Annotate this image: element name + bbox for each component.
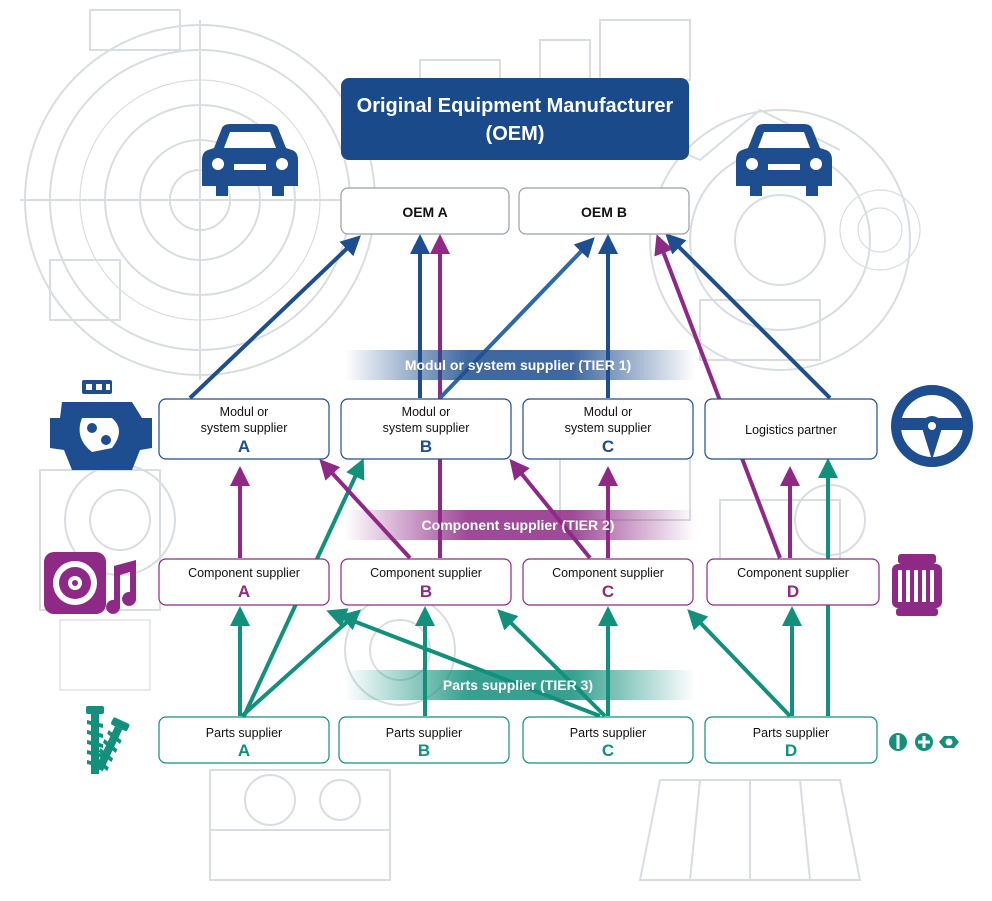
tier3-a-label: Parts supplier [206, 726, 282, 740]
tier1-box-a[interactable]: Modul or system supplier A [158, 398, 330, 460]
tier1-a-line2: system supplier [201, 421, 288, 435]
tier3-box-c[interactable]: Parts supplier C [522, 716, 694, 764]
conn-pc-ca [326, 608, 601, 718]
tier3-box-b[interactable]: Parts supplier B [338, 716, 510, 764]
tier3-b-label: Parts supplier [386, 726, 462, 740]
car-icon [202, 124, 298, 196]
tier1-b-letter: B [420, 437, 432, 456]
tier2-box-a[interactable]: Component supplier A [158, 558, 330, 606]
tier1-box-c[interactable]: Modul or system supplier C [522, 398, 694, 460]
tier1-box-b[interactable]: Modul or system supplier B [340, 398, 512, 460]
conn-pc-cb [497, 609, 607, 718]
tier3-c-letter: C [602, 741, 614, 760]
tier1-box-logistics[interactable]: Logistics partner [704, 398, 878, 460]
tier2-band-label: Component supplier (TIER 2) [422, 517, 615, 533]
tier1-a-line1: Modul or [220, 405, 269, 419]
oem-b-box[interactable]: OEM B [518, 187, 690, 235]
tier2-box-c[interactable]: Component supplier C [522, 558, 694, 606]
steering-wheel-icon [891, 385, 973, 467]
car-icon [736, 124, 832, 196]
tier3-box-a[interactable]: Parts supplier A [158, 716, 330, 764]
oem-a-label: OEM A [402, 204, 447, 220]
tier1-c-line2: system supplier [565, 421, 652, 435]
tier3-band-label: Parts supplier (TIER 3) [443, 677, 593, 693]
tier3-d-label: Parts supplier [753, 726, 829, 740]
tier3-box-d[interactable]: Parts supplier D [704, 716, 878, 764]
tier1-band-label: Modul or system supplier (TIER 1) [405, 357, 631, 373]
tier2-b-label: Component supplier [370, 566, 482, 580]
engine-icon [50, 380, 152, 470]
tier2-a-label: Component supplier [188, 566, 300, 580]
conn-pd-cc [687, 609, 792, 718]
oem-banner: Original Equipment Manufacturer (OEM) [341, 78, 689, 160]
tier1-b-line2: system supplier [383, 421, 470, 435]
tier3-a-letter: A [238, 741, 250, 760]
tier2-box-d[interactable]: Component supplier D [706, 558, 880, 606]
oem-a-box[interactable]: OEM A [340, 187, 510, 235]
tier2-box-b[interactable]: Component supplier B [340, 558, 512, 606]
oem-b-label: OEM B [581, 204, 627, 220]
tier2-a-letter: A [238, 582, 250, 601]
oem-banner-title: Original Equipment Manufacturer [357, 95, 674, 117]
conn-logistics-oemb [665, 233, 832, 400]
screw-heads-icon [889, 733, 959, 751]
conn-pa-cb [240, 609, 361, 718]
conn-ma-oema [188, 235, 361, 400]
tier1-logistics-label: Logistics partner [745, 423, 837, 437]
tier3-d-letter: D [785, 741, 797, 760]
oem-banner-subtitle: (OEM) [486, 123, 545, 145]
tier1-b-line1: Modul or [402, 405, 451, 419]
tier1-a-letter: A [238, 437, 250, 456]
speaker-music-icon [44, 552, 137, 614]
tier3-c-label: Parts supplier [570, 726, 646, 740]
conn-cd-oemb [654, 234, 782, 559]
air-filter-icon [892, 554, 942, 616]
tier2-d-letter: D [787, 582, 799, 601]
tier1-c-letter: C [602, 437, 614, 456]
tier3-band: Parts supplier (TIER 3) [345, 670, 695, 700]
tier2-d-label: Component supplier [737, 566, 849, 580]
screws-icon [86, 706, 130, 774]
tier2-c-letter: C [602, 582, 614, 601]
tier3-b-letter: B [418, 741, 430, 760]
tier2-band: Component supplier (TIER 2) [345, 510, 695, 540]
tier2-b-letter: B [420, 582, 432, 601]
tier2-c-label: Component supplier [552, 566, 664, 580]
tier1-band: Modul or system supplier (TIER 1) [345, 350, 695, 380]
tier1-c-line1: Modul or [584, 405, 633, 419]
